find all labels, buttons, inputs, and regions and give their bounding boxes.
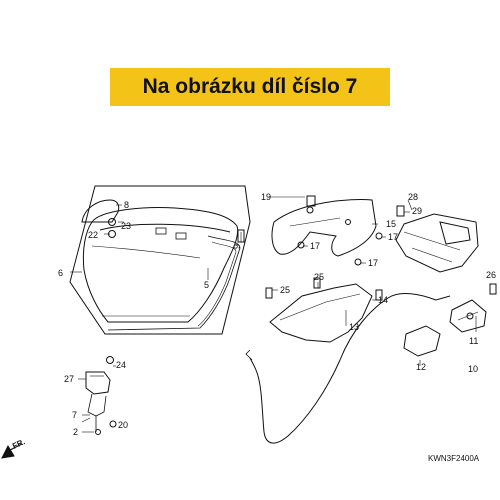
callout-24: 24 bbox=[116, 360, 126, 370]
callout-15: 15 bbox=[386, 219, 396, 229]
title-banner: Na obrázku díl číslo 7 bbox=[110, 68, 390, 106]
carrier-28 bbox=[395, 213, 479, 273]
seat-trim bbox=[107, 235, 241, 331]
callout-17c: 17 bbox=[368, 258, 378, 268]
latch-11 bbox=[449, 299, 487, 333]
callout-25b: 25 bbox=[314, 272, 324, 282]
callout-29: 29 bbox=[412, 206, 422, 216]
seat-enclosure bbox=[69, 185, 251, 335]
diagram-code: KWN3F2400A bbox=[428, 454, 480, 463]
callout-27: 27 bbox=[64, 374, 74, 384]
callout-2: 2 bbox=[73, 427, 78, 437]
seat bbox=[82, 207, 239, 323]
callout-10: 10 bbox=[468, 364, 478, 374]
callout-22: 22 bbox=[88, 230, 98, 240]
callout-14: 14 bbox=[378, 295, 388, 305]
callout-17a: 17 bbox=[310, 241, 320, 251]
callout-9: 9 bbox=[232, 244, 242, 249]
callout-8: 8 bbox=[124, 200, 129, 210]
tail-cover-14 bbox=[269, 283, 383, 343]
callout-5: 5 bbox=[204, 280, 209, 290]
banner-title: Na obrázku díl číslo 7 bbox=[142, 75, 358, 98]
callout-7: 7 bbox=[72, 410, 77, 420]
hinge-27 bbox=[85, 371, 111, 417]
callout-13: 13 bbox=[349, 322, 359, 332]
grab-rail-15 bbox=[271, 199, 377, 257]
seat-cover-8 bbox=[81, 199, 120, 223]
callout-25a: 25 bbox=[280, 285, 290, 295]
callout-19: 19 bbox=[261, 192, 271, 202]
callout-20: 20 bbox=[118, 420, 128, 430]
callout-26: 26 bbox=[486, 270, 496, 280]
callout-6: 6 bbox=[58, 268, 63, 278]
callout-17b: 17 bbox=[388, 232, 398, 242]
cable-13 bbox=[249, 293, 451, 444]
callout-28: 28 bbox=[408, 192, 418, 202]
front-direction-label: FR. bbox=[11, 437, 26, 451]
bracket-12 bbox=[403, 325, 441, 357]
callout-12: 12 bbox=[416, 362, 426, 372]
callout-23: 23 bbox=[121, 221, 131, 231]
callout-11: 11 bbox=[469, 336, 478, 346]
